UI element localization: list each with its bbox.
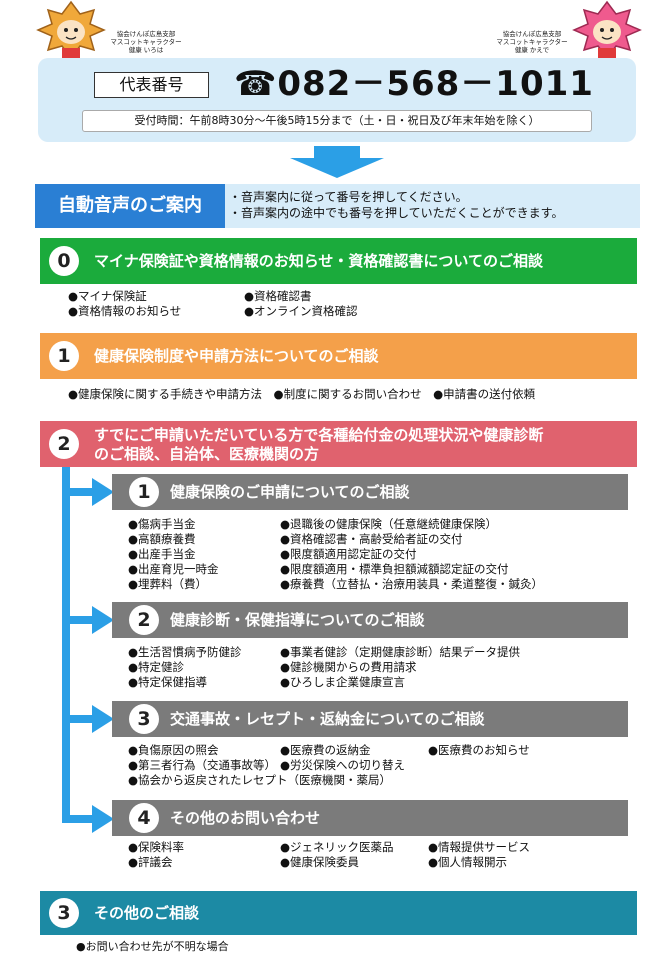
subsection-3-col2: ●医療費の返納金 ●労災保険への切り替え	[280, 743, 405, 773]
connector-arrow-1	[62, 478, 114, 506]
subsection-2-bar[interactable]: 2 健康診断・保健指導についてのご相談	[112, 602, 628, 638]
subsection-4-col1: ●保険料率 ●評議会	[128, 840, 184, 870]
subsection-title: 健康診断・保健指導についてのご相談	[170, 611, 425, 629]
auto-voice-description: ・音声案内に従って番号を押してください。 ・音声案内の途中でも番号を押していただ…	[225, 184, 640, 228]
phone-info-box: 代表番号 ☎082－568－1011 受付時間：午前8時30分～午後5時15分ま…	[38, 58, 636, 142]
connector-vertical-line	[62, 467, 70, 819]
list-item: ●生活習慣病予防健診	[128, 645, 242, 659]
subsection-1-col2: ●退職後の健康保険（任意継続健康保険） ●資格確認書・高齢受給者証の交付 ●限度…	[280, 517, 543, 592]
subsection-1-bar[interactable]: 1 健康保険のご申請についてのご相談	[112, 474, 628, 510]
subsection-4-col3: ●情報提供サービス ●個人情報開示	[428, 840, 530, 870]
list-item: ●療養費（立替払・治療用装具・柔道整復・鍼灸）	[280, 577, 544, 591]
auto-voice-title: 自動音声のご案内	[35, 184, 225, 228]
mascot-iroha-image	[36, 0, 106, 60]
subsection-number: 3	[129, 704, 159, 734]
list-item: ●ジェネリック医薬品	[280, 840, 394, 854]
list-item: ●評議会	[128, 855, 173, 869]
mascot-role: マスコットキャラクター	[110, 38, 182, 46]
auto-voice-line: ・音声案内の途中でも番号を押していただくことができます。	[229, 206, 564, 220]
subsection-title: その他のお問い合わせ	[170, 809, 321, 827]
list-item: ●個人情報開示	[428, 855, 508, 869]
section-title-line2: のご相談、自治体、医療機関の方	[94, 445, 320, 463]
subsection-number: 2	[129, 605, 159, 635]
list-item: ●医療費の返納金	[280, 743, 371, 757]
subsection-3-col3: ●医療費のお知らせ	[428, 743, 530, 758]
list-item: ●ひろしま企業健康宣言	[280, 675, 406, 689]
list-item: ●健康保険に関する手続きや申請方法 ●制度に関するお問い合わせ ●申請書の送付依…	[68, 387, 536, 401]
list-item: ●オンライン資格確認	[244, 304, 358, 318]
list-item: ●資格確認書・高齢受給者証の交付	[280, 532, 463, 546]
list-item: ●健診機関からの費用請求	[280, 660, 417, 674]
section-3-bar[interactable]: 3 その他のご相談	[40, 891, 637, 935]
mascot-name: 健康 いろは	[128, 46, 164, 54]
subsection-1-col1: ●傷病手当金 ●高額療養費 ●出産手当金 ●出産育児一時金 ●埋葬料（費）	[128, 517, 219, 592]
list-item: ●第三者行為（交通事故等）	[128, 758, 277, 772]
list-item: ●高額療養費	[128, 532, 196, 546]
section-title: その他のご相談	[94, 904, 200, 922]
section-number: 1	[49, 341, 79, 371]
phone-number[interactable]: ☎082－568－1011	[234, 64, 594, 104]
connector-arrow-2	[62, 606, 114, 634]
list-item: ●負傷原因の照会	[128, 743, 219, 757]
list-item: ●事業者健診（定期健康診断）結果データ提供	[280, 645, 521, 659]
mascot-iroha-caption: 協会けんぽ広島支部 マスコットキャラクター 健康 いろは	[104, 30, 188, 54]
list-item: ●出産育児一時金	[128, 562, 219, 576]
list-item: ●マイナ保険証	[68, 289, 147, 303]
list-item: ●協会から返戻されたレセプト（医療機関・薬局）	[128, 773, 392, 787]
section-number: 2	[49, 429, 79, 459]
mascot-name: 健康 かえで	[514, 46, 550, 54]
mascot-kaede-caption: 協会けんぽ広島支部 マスコットキャラクター 健康 かえで	[490, 30, 574, 54]
connector-arrow-4	[62, 805, 114, 833]
list-item: ●特定健診	[128, 660, 185, 674]
section-title: マイナ保険証や資格情報のお知らせ・資格確認書についてのご相談	[94, 252, 543, 270]
subsection-2-col2: ●事業者健診（定期健康診断）結果データ提供 ●健診機関からの費用請求 ●ひろしま…	[280, 645, 520, 690]
subsection-3-col1: ●負傷原因の照会 ●第三者行為（交通事故等） ●協会から返戻されたレセプト（医療…	[128, 743, 391, 788]
list-item: ●健康保険委員	[280, 855, 360, 869]
list-item: ●傷病手当金	[128, 517, 196, 531]
list-item: ●限度額適用・標準負担額減額認定証の交付	[280, 562, 509, 576]
list-item: ●資格確認書	[244, 289, 312, 303]
section-0-items-col2: ●資格確認書 ●オンライン資格確認	[244, 289, 358, 319]
subsection-number: 4	[129, 803, 159, 833]
list-item: ●お問い合わせ先が不明な場合	[76, 940, 229, 953]
connector-arrow-3	[62, 705, 114, 733]
list-item: ●埋葬料（費）	[128, 577, 208, 591]
representative-number-label: 代表番号	[94, 72, 209, 98]
section-3-items: ●お問い合わせ先が不明な場合	[76, 939, 229, 954]
list-item: ●退職後の健康保険（任意継続健康保険）	[280, 517, 498, 531]
list-item: ●保険料率	[128, 840, 185, 854]
subsection-2-col1: ●生活習慣病予防健診 ●特定健診 ●特定保健指導	[128, 645, 242, 690]
section-0-items-col1: ●マイナ保険証 ●資格情報のお知らせ	[68, 289, 181, 319]
subsection-number: 1	[129, 477, 159, 507]
section-number: 0	[49, 246, 79, 276]
down-arrow-icon	[290, 146, 384, 178]
section-2-bar[interactable]: 2 すでにご申請いただいている方で各種給付金の処理状況や健康診断 のご相談、自治…	[40, 421, 637, 467]
subsection-4-bar[interactable]: 4 その他のお問い合わせ	[112, 800, 628, 836]
list-item: ●出産手当金	[128, 547, 196, 561]
list-item: ●情報提供サービス	[428, 840, 531, 854]
reception-hours: 受付時間：午前8時30分～午後5時15分まで（土・日・祝日及び年末年始を除く）	[82, 110, 592, 132]
auto-voice-line: ・音声案内に従って番号を押してください。	[229, 190, 468, 204]
mascot-org: 協会けんぽ広島支部	[116, 30, 176, 38]
list-item: ●限度額適用認定証の交付	[280, 547, 417, 561]
list-item: ●労災保険への切り替え	[280, 758, 406, 772]
list-item: ●医療費のお知らせ	[428, 743, 530, 757]
list-item: ●資格情報のお知らせ	[68, 304, 182, 318]
section-number: 3	[49, 898, 79, 928]
mascot-org: 協会けんぽ広島支部	[502, 30, 562, 38]
mascot-role: マスコットキャラクター	[496, 38, 568, 46]
section-0-bar[interactable]: 0 マイナ保険証や資格情報のお知らせ・資格確認書についてのご相談	[40, 238, 637, 284]
section-1-items: ●健康保険に関する手続きや申請方法 ●制度に関するお問い合わせ ●申請書の送付依…	[68, 387, 535, 402]
subsection-3-bar[interactable]: 3 交通事故・レセプト・返納金についてのご相談	[112, 701, 628, 737]
list-item: ●特定保健指導	[128, 675, 208, 689]
subsection-title: 交通事故・レセプト・返納金についてのご相談	[170, 710, 485, 728]
section-title-line1: すでにご申請いただいている方で各種給付金の処理状況や健康診断	[94, 426, 544, 444]
section-title: 健康保険制度や申請方法についてのご相談	[94, 347, 379, 365]
mascot-kaede-image	[572, 0, 642, 60]
section-1-bar[interactable]: 1 健康保険制度や申請方法についてのご相談	[40, 333, 637, 379]
subsection-4-col2: ●ジェネリック医薬品 ●健康保険委員	[280, 840, 394, 870]
subsection-title: 健康保険のご申請についてのご相談	[170, 483, 410, 501]
